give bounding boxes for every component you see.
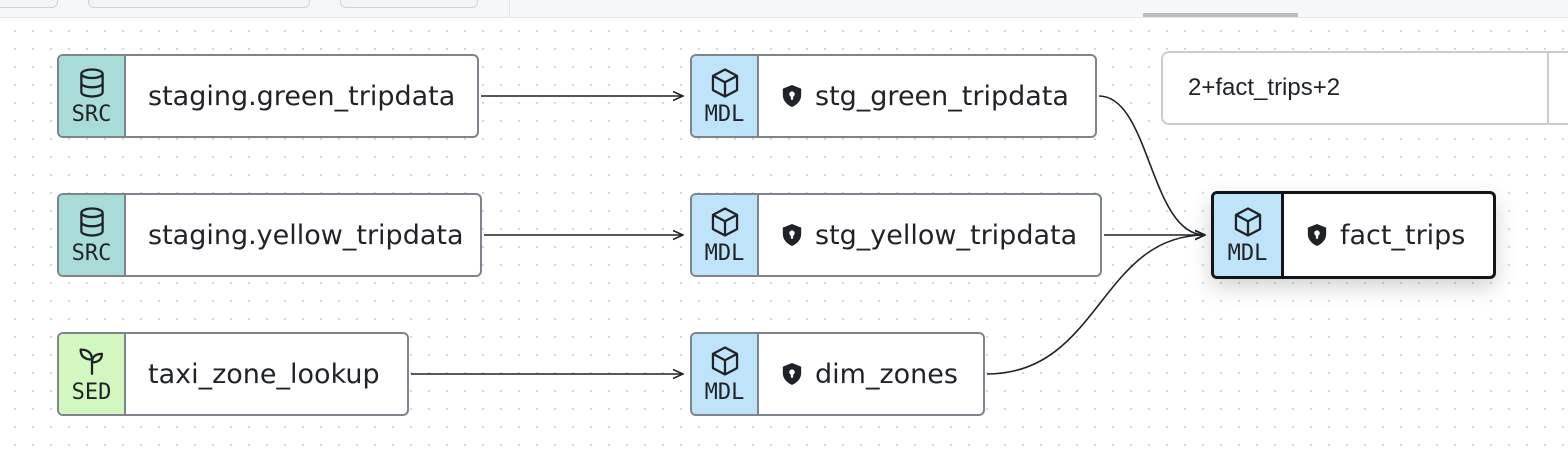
shield-icon	[782, 224, 802, 246]
top-toolbar	[0, 0, 1568, 18]
selector-divider	[1547, 53, 1549, 123]
toolbar-button[interactable]	[0, 0, 58, 8]
toolbar-button[interactable]	[340, 0, 478, 8]
node-staging-green-tripdata[interactable]: SRC staging.green_tripdata	[57, 54, 479, 138]
cube-icon	[711, 207, 738, 237]
node-label-wrap: dim_zones	[759, 334, 983, 414]
node-type-badge: MDL	[692, 334, 759, 414]
node-label-wrap: stg_yellow_tripdata	[759, 195, 1100, 275]
active-tab-indicator	[1143, 13, 1298, 17]
node-type-label: MDL	[704, 241, 745, 266]
cube-icon	[711, 68, 738, 98]
node-type-label: MDL	[704, 102, 745, 127]
shield-icon	[782, 363, 802, 385]
cube-icon	[711, 346, 738, 376]
database-icon	[79, 68, 104, 98]
node-type-badge: MDL	[1214, 194, 1284, 276]
database-icon	[79, 207, 104, 237]
node-type-badge: MDL	[692, 56, 759, 136]
node-taxi-zone-lookup[interactable]: SED taxi_zone_lookup	[57, 332, 409, 416]
node-type-badge: SED	[59, 334, 126, 414]
node-label: stg_green_tripdata	[815, 80, 1069, 112]
node-label: fact_trips	[1340, 219, 1466, 251]
node-label: stg_yellow_tripdata	[815, 219, 1078, 251]
node-type-label: MDL	[1227, 241, 1268, 266]
node-staging-yellow-tripdata[interactable]: SRC staging.yellow_tripdata	[57, 193, 482, 277]
node-stg-green-tripdata[interactable]: MDL stg_green_tripdata	[690, 54, 1097, 138]
node-stg-yellow-tripdata[interactable]: MDL stg_yellow_tripdata	[690, 193, 1102, 277]
node-label-wrap: fact_trips	[1284, 194, 1493, 276]
cube-icon	[1234, 207, 1261, 237]
node-type-label: MDL	[704, 380, 745, 405]
graph-selector	[1161, 51, 1568, 125]
selector-input[interactable]	[1188, 74, 1548, 102]
edge-stg-green-to-fact-trips	[1098, 95, 1205, 235]
shield-icon	[1307, 224, 1327, 246]
node-label: taxi_zone_lookup	[148, 358, 380, 390]
edge-dim-zones-to-fact-trips	[986, 235, 1205, 375]
node-label-wrap: stg_green_tripdata	[759, 56, 1095, 136]
sprout-icon	[79, 348, 103, 375]
node-label: staging.green_tripdata	[148, 80, 456, 112]
toolbar-button[interactable]	[88, 0, 310, 8]
node-type-badge: SRC	[59, 195, 126, 275]
node-dim-zones[interactable]: MDL dim_zones	[690, 332, 985, 416]
node-type-badge: SRC	[59, 56, 126, 136]
node-type-label: SRC	[71, 241, 112, 266]
shield-icon	[782, 85, 802, 107]
node-type-label: SED	[71, 380, 112, 405]
toolbar-divider	[509, 0, 510, 17]
node-type-badge: MDL	[692, 195, 759, 275]
node-fact-trips[interactable]: MDL fact_trips	[1211, 191, 1496, 279]
node-label: dim_zones	[815, 358, 958, 390]
node-label: staging.yellow_tripdata	[148, 219, 464, 251]
node-type-label: SRC	[71, 102, 112, 127]
